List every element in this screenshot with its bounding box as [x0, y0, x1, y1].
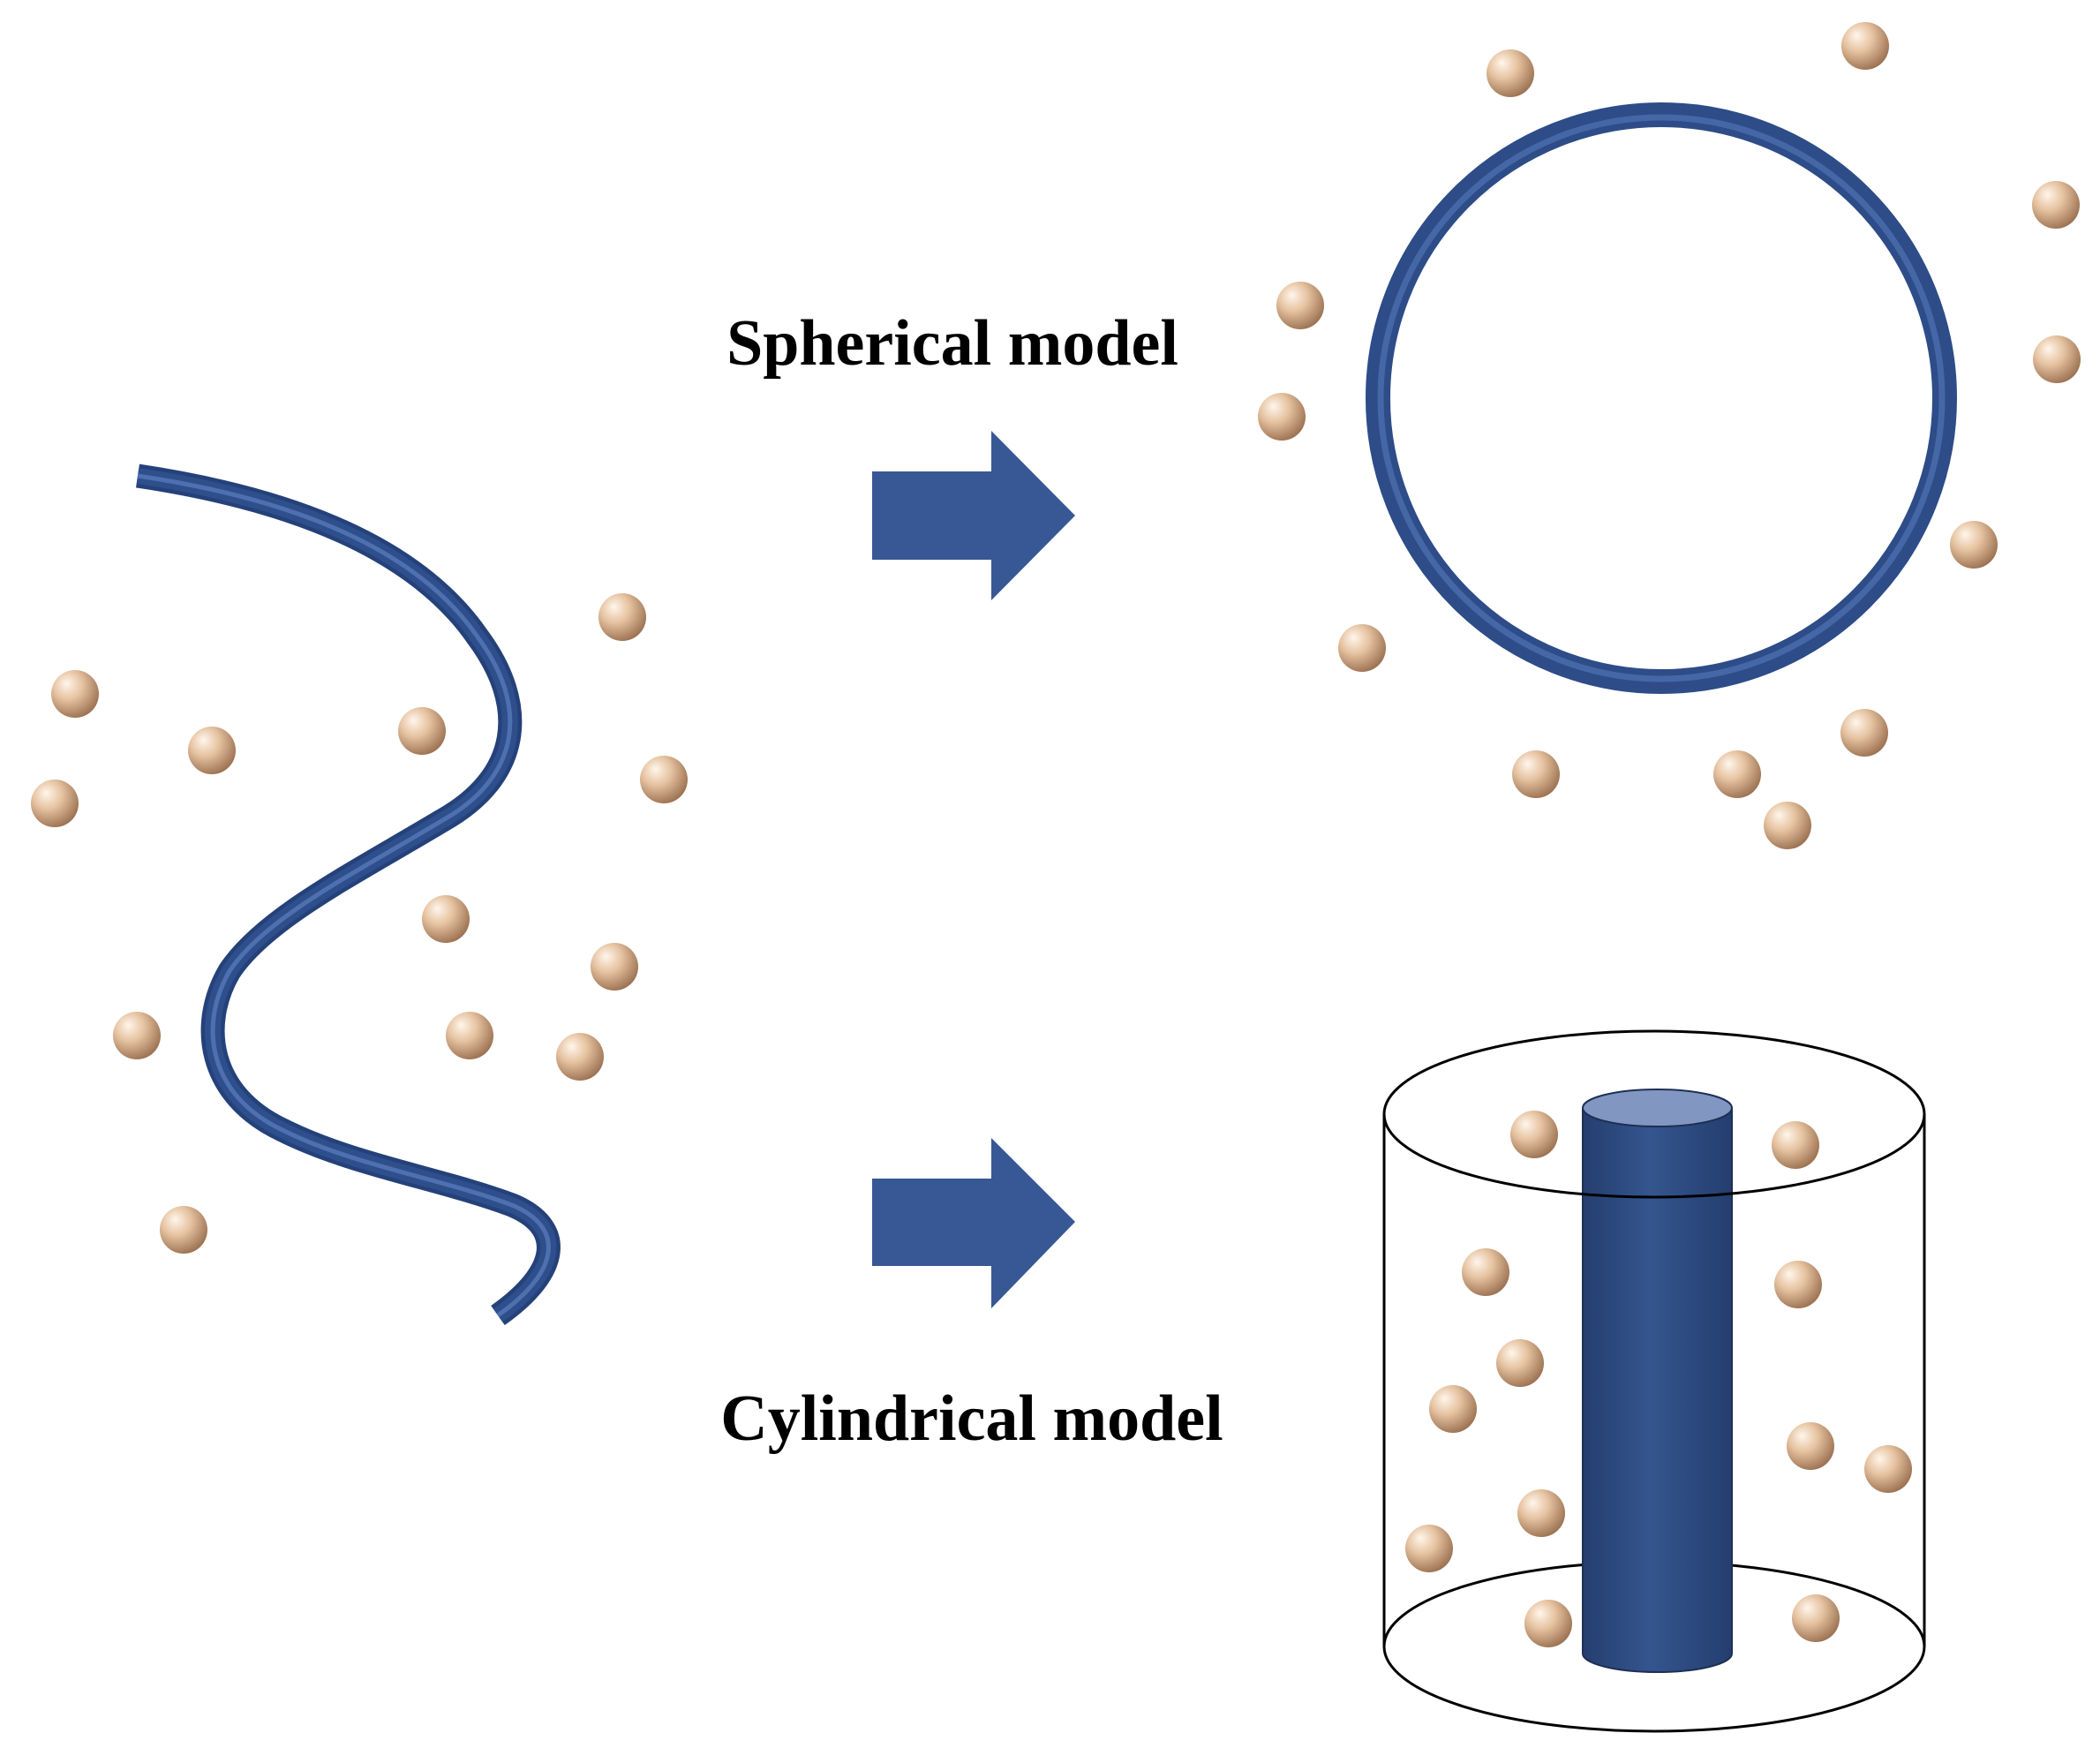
counterion-bead	[422, 895, 470, 943]
central-rod	[1582, 1089, 1733, 1673]
counterion-bead	[188, 727, 236, 774]
counterion-bead	[1276, 282, 1324, 329]
counterion-bead	[1510, 1111, 1558, 1158]
counterion-bead	[1772, 1121, 1819, 1169]
polymer-chain-highlight	[137, 473, 551, 1318]
counterion-bead	[160, 1206, 207, 1254]
counterion-bead	[2033, 335, 2081, 383]
cylindrical-model-label: Cylindrical model	[720, 1383, 1223, 1455]
arrow-to-spherical-model	[872, 431, 1075, 600]
polymer-chain	[136, 463, 561, 1326]
counterion-bead	[1864, 1445, 1912, 1493]
counterion-beads	[31, 22, 2081, 1647]
counterion-bead	[1524, 1600, 1572, 1647]
counterion-bead	[1496, 1339, 1544, 1387]
counterion-bead	[1405, 1525, 1453, 1572]
counterion-bead	[51, 670, 99, 718]
ring-tube-highlight	[1377, 114, 1946, 682]
counterion-bead	[1713, 750, 1761, 798]
rod-body	[1582, 1107, 1733, 1673]
rod-top-face	[1582, 1089, 1733, 1127]
counterion-bead	[1840, 709, 1888, 757]
cylindrical-cell	[1382, 1029, 1926, 1733]
counterion-bead	[556, 1033, 604, 1081]
counterion-bead	[1841, 22, 1889, 70]
counterion-bead	[1950, 521, 1998, 569]
counterion-bead	[31, 780, 79, 827]
counterion-bead	[446, 1012, 493, 1059]
counterion-bead	[1517, 1489, 1565, 1537]
counterion-bead	[398, 707, 446, 755]
counterion-bead	[640, 756, 688, 803]
counterion-bead	[1774, 1261, 1822, 1308]
counterion-bead	[591, 943, 638, 991]
counterion-bead	[1487, 49, 1534, 97]
counterion-bead	[1462, 1248, 1509, 1296]
polymer-chain-body	[136, 468, 557, 1322]
counterion-bead	[1787, 1422, 1834, 1470]
counterion-bead	[1764, 802, 1811, 849]
spherical-ring	[1366, 102, 1957, 694]
counterion-bead	[1258, 393, 1306, 441]
counterion-bead	[1512, 750, 1560, 798]
spherical-model-label: Spherical model	[726, 307, 1178, 380]
counterion-bead	[1338, 624, 1386, 672]
counterion-bead	[598, 593, 646, 641]
counterion-bead	[1792, 1594, 1840, 1642]
counterion-bead	[1429, 1385, 1477, 1433]
arrow-to-cylindrical-model	[872, 1138, 1075, 1308]
counterion-bead	[113, 1012, 161, 1059]
counterion-bead	[2032, 181, 2080, 229]
